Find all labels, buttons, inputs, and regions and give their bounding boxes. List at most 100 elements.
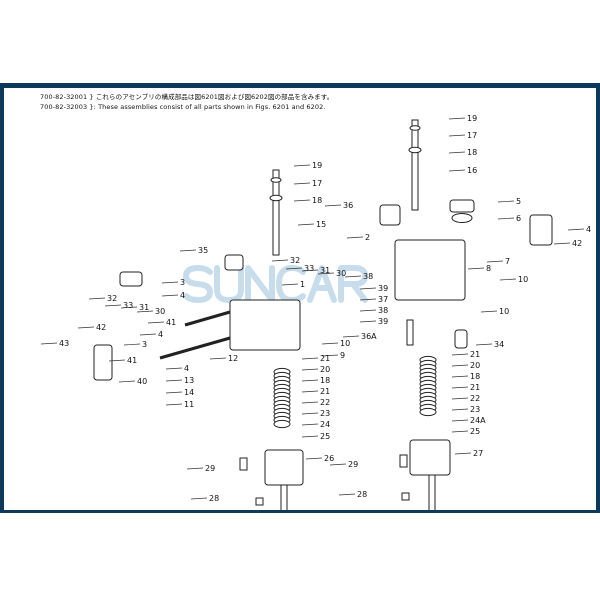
plug-36a [406, 319, 414, 346]
leader-line [293, 199, 311, 202]
leader-line [451, 364, 469, 367]
part-label-right: 21 [470, 383, 480, 392]
leader-line [285, 267, 303, 270]
leader-line [324, 204, 342, 207]
seal-18 [269, 194, 283, 202]
part-label-right: 4 [586, 225, 591, 234]
leader-line [301, 435, 319, 438]
leader-line [40, 342, 58, 345]
bolt-41 [184, 310, 231, 327]
leader-line [118, 380, 136, 383]
part-label-right: 23 [470, 405, 480, 414]
leader-line [165, 379, 183, 382]
leader-line [301, 390, 319, 393]
part-label-right: 10 [518, 275, 528, 284]
leader-line [475, 343, 493, 346]
plug-32 [119, 271, 143, 287]
part-label-left: 32 [290, 256, 300, 265]
part-label-left: 18 [312, 196, 322, 205]
leader-line [329, 463, 347, 466]
part-label-left: 31 [320, 266, 330, 275]
leader-line [451, 375, 469, 378]
leader-line [281, 283, 299, 286]
part-label-left: 14 [184, 388, 194, 397]
leader-line [186, 467, 204, 470]
part-label-left: 19 [312, 161, 322, 170]
part-label-right: 2 [365, 233, 370, 242]
part-label-right: 17 [467, 131, 477, 140]
nut-28 [255, 497, 264, 506]
leader-line [346, 236, 364, 239]
part-label-left: 41 [166, 318, 176, 327]
cover-26 [264, 449, 304, 486]
washer-17 [409, 125, 421, 131]
leader-line [321, 354, 339, 357]
leader-line [342, 335, 360, 338]
leader-line [165, 391, 183, 394]
leader-line [451, 353, 469, 356]
exploded-view-drawing: 1917181656362871010383937383936A34212018… [40, 114, 591, 510]
leader-line [344, 275, 362, 278]
header-note-jp: } これらのアセンブリの構成部品は図6201図および図6202図の部品を含みます… [89, 93, 334, 101]
seal-18 [408, 146, 422, 154]
leader-line [77, 326, 95, 329]
part-label-left: 28 [209, 494, 219, 503]
part-label-right: 18 [470, 372, 480, 381]
leader-line [497, 217, 515, 220]
bolt-29 [399, 454, 408, 468]
valve-body-2 [394, 239, 466, 301]
leader-line [305, 457, 323, 460]
leader-line [301, 357, 319, 360]
assembly-code-2: 700-82-32003 [40, 103, 88, 111]
watermark-letter [245, 265, 275, 303]
leader-line [104, 304, 122, 307]
part-label-right: 7 [505, 257, 510, 266]
leader-line [497, 200, 515, 203]
watermark-letter [338, 265, 368, 303]
leader-line [123, 343, 141, 346]
part-label-right: 27 [473, 449, 483, 458]
washer-17 [270, 177, 282, 183]
leader-line [301, 269, 319, 272]
leader-line [190, 497, 208, 500]
leader-line [467, 267, 485, 270]
part-label-right: 39 [378, 284, 388, 293]
watermark-logo [183, 265, 368, 303]
part-label-left: 31 [139, 303, 149, 312]
part-label-right: 6 [516, 214, 521, 223]
part-label-left: 42 [96, 323, 106, 332]
part-label-left: 29 [205, 464, 215, 473]
leader-line [88, 297, 106, 300]
leader-line [317, 272, 335, 275]
part-label-left: 13 [184, 376, 194, 385]
bracket-42 [93, 344, 113, 381]
leader-line [448, 134, 466, 137]
spool-15 [272, 169, 280, 256]
part-label-left: 40 [137, 377, 147, 386]
part-label-left: 4 [184, 364, 189, 373]
leader-line [136, 310, 154, 313]
part-label-left: 11 [184, 400, 194, 409]
part-label-left: 30 [336, 269, 346, 278]
leader-line [451, 397, 469, 400]
leader-line [108, 359, 126, 362]
part-label-left: 23 [320, 409, 330, 418]
leader-line [209, 357, 227, 360]
header-line-2: 700-82-32003 }: These assemblies consist… [40, 103, 325, 111]
leader-line [553, 242, 571, 245]
plug-35 [224, 254, 244, 271]
leader-line [359, 320, 377, 323]
leader-line [499, 278, 517, 281]
leader-line [297, 223, 315, 226]
leader-line [448, 117, 466, 120]
part-label-left: 25 [320, 432, 330, 441]
nut-28 [401, 492, 410, 501]
part-label-left: 22 [320, 398, 330, 407]
watermark-letter [214, 265, 244, 303]
leader-line [301, 423, 319, 426]
part-label-left: 17 [312, 179, 322, 188]
part-label-left: 4 [180, 291, 185, 300]
leader-line [359, 287, 377, 290]
leader-line [139, 333, 157, 336]
part-label-right: 21 [470, 350, 480, 359]
